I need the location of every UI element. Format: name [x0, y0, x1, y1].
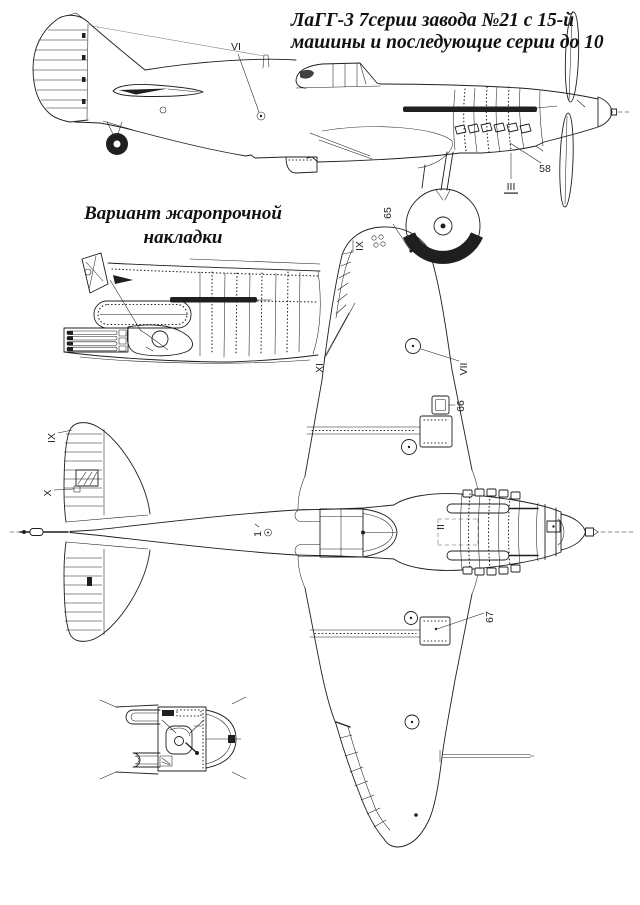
- callout-ix-wing: IX: [352, 239, 366, 253]
- variant-caption-line-2: накладки: [144, 227, 223, 248]
- callout-vii: VII: [420, 348, 470, 376]
- callout-65: 65: [382, 207, 413, 253]
- svg-text:65: 65: [382, 207, 394, 219]
- callout-66: 66: [448, 400, 467, 412]
- svg-text:II: II: [435, 524, 447, 530]
- planview-exhaust-stubs: [462, 488, 521, 576]
- callout-58: 58: [509, 142, 551, 175]
- title-line-2: машины и последующие серии до 10: [290, 32, 604, 53]
- sideview-exhaust-stubs: [454, 122, 532, 135]
- callout-vi: VI: [231, 41, 260, 113]
- svg-text:VI: VI: [231, 41, 241, 53]
- cockpit-detail-drawing: [99, 696, 247, 780]
- side-view-drawing: VI 58 III 65: [32, 11, 633, 264]
- callout-x-tail: X: [42, 488, 75, 497]
- variant-detail-drawing: [63, 252, 321, 364]
- sheet-title: ЛаГГ-3 7серии завода №21 с 15-й машины и…: [290, 10, 604, 53]
- variant-caption-line-1: Вариант жаропрочной: [83, 203, 282, 224]
- svg-text:XI: XI: [314, 363, 326, 373]
- callout-ii: II: [435, 524, 447, 530]
- svg-text:VII: VII: [458, 363, 470, 376]
- title-line-1: ЛаГГ-3 7серии завода №21 с 15-й: [290, 10, 574, 31]
- svg-text:58: 58: [539, 163, 551, 175]
- svg-text:III: III: [507, 181, 516, 193]
- callout-iii: III: [504, 152, 518, 194]
- callout-xi: XI: [314, 302, 356, 373]
- svg-text:67: 67: [484, 611, 496, 623]
- svg-text:IX: IX: [46, 433, 58, 443]
- plan-view-drawing: IX XI VII 66 67 II 1 IX: [9, 226, 634, 848]
- svg-text:1: 1: [252, 531, 264, 537]
- callout-67: 67: [434, 611, 496, 631]
- callout-ix-tail: IX: [46, 429, 73, 443]
- svg-text:66: 66: [455, 400, 467, 412]
- svg-text:X: X: [42, 489, 54, 496]
- svg-text:IX: IX: [354, 241, 366, 251]
- variant-caption: Вариант жаропрочной накладки: [83, 203, 282, 248]
- callout-1: 1: [252, 523, 272, 537]
